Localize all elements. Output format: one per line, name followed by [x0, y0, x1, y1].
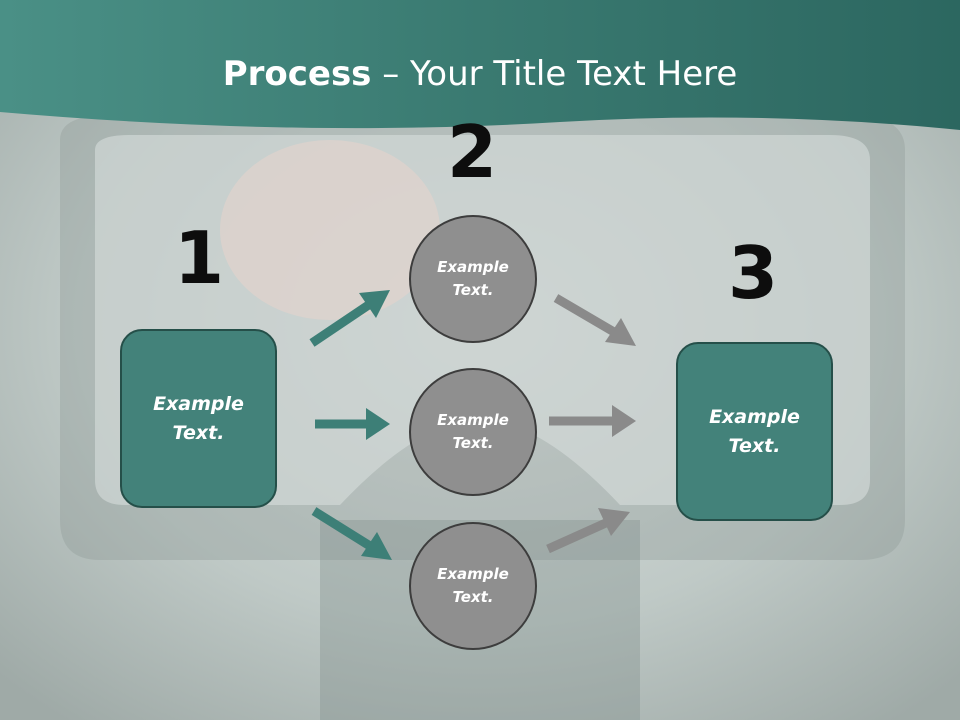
- step-2-circle-middle[interactable]: Example Text.: [409, 368, 537, 496]
- title-bold: Process: [222, 54, 372, 94]
- step-1-box[interactable]: Example Text.: [120, 329, 277, 508]
- teal-arrows: [309, 290, 392, 560]
- step-number-1: 1: [173, 216, 225, 300]
- title-rest: – Your Title Text Here: [371, 54, 738, 94]
- step-number-2: 2: [446, 110, 498, 194]
- step-1-text: Example Text.: [153, 392, 244, 444]
- step-2-circle-top[interactable]: Example Text.: [409, 215, 537, 343]
- step-3-text: Example Text.: [709, 405, 800, 457]
- page-title: Process – Your Title Text Here: [0, 52, 960, 96]
- circle-top-text: Example Text.: [437, 258, 509, 299]
- step-2-circle-bottom[interactable]: Example Text.: [409, 522, 537, 650]
- step-number-3: 3: [727, 231, 779, 315]
- circle-middle-text: Example Text.: [437, 411, 509, 452]
- circle-bottom-text: Example Text.: [437, 565, 509, 606]
- step-3-box[interactable]: Example Text.: [676, 342, 833, 521]
- gray-arrows: [546, 294, 636, 554]
